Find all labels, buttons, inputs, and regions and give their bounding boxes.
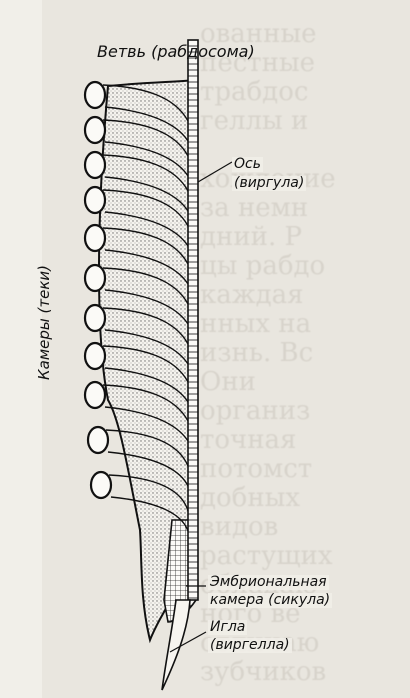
theca-aperture <box>85 382 105 408</box>
label-axis-line1: Ось <box>232 157 263 172</box>
label-needle-line1: Игла <box>208 620 247 635</box>
label-sicula-line2: камера (сикула) <box>208 593 332 608</box>
label-axis-line2: (виргула) <box>232 176 306 191</box>
theca-aperture <box>85 343 105 369</box>
theca-aperture <box>85 152 105 178</box>
theca-aperture <box>85 225 105 251</box>
label-branch: Ветвь (рабдосома) <box>95 44 257 59</box>
theca-aperture <box>85 82 105 108</box>
theca-aperture <box>85 265 105 291</box>
leader-axis <box>198 162 232 182</box>
theca-aperture <box>85 305 105 331</box>
theca-aperture <box>85 187 105 213</box>
theca-aperture <box>91 472 111 498</box>
label-needle-line2: (виргелла) <box>208 638 292 653</box>
label-sicula-line1: Эмбриональная <box>208 575 329 590</box>
label-chambers: Камеры (теки) <box>35 265 53 380</box>
theca-aperture <box>88 427 108 453</box>
theca-aperture <box>85 117 105 143</box>
